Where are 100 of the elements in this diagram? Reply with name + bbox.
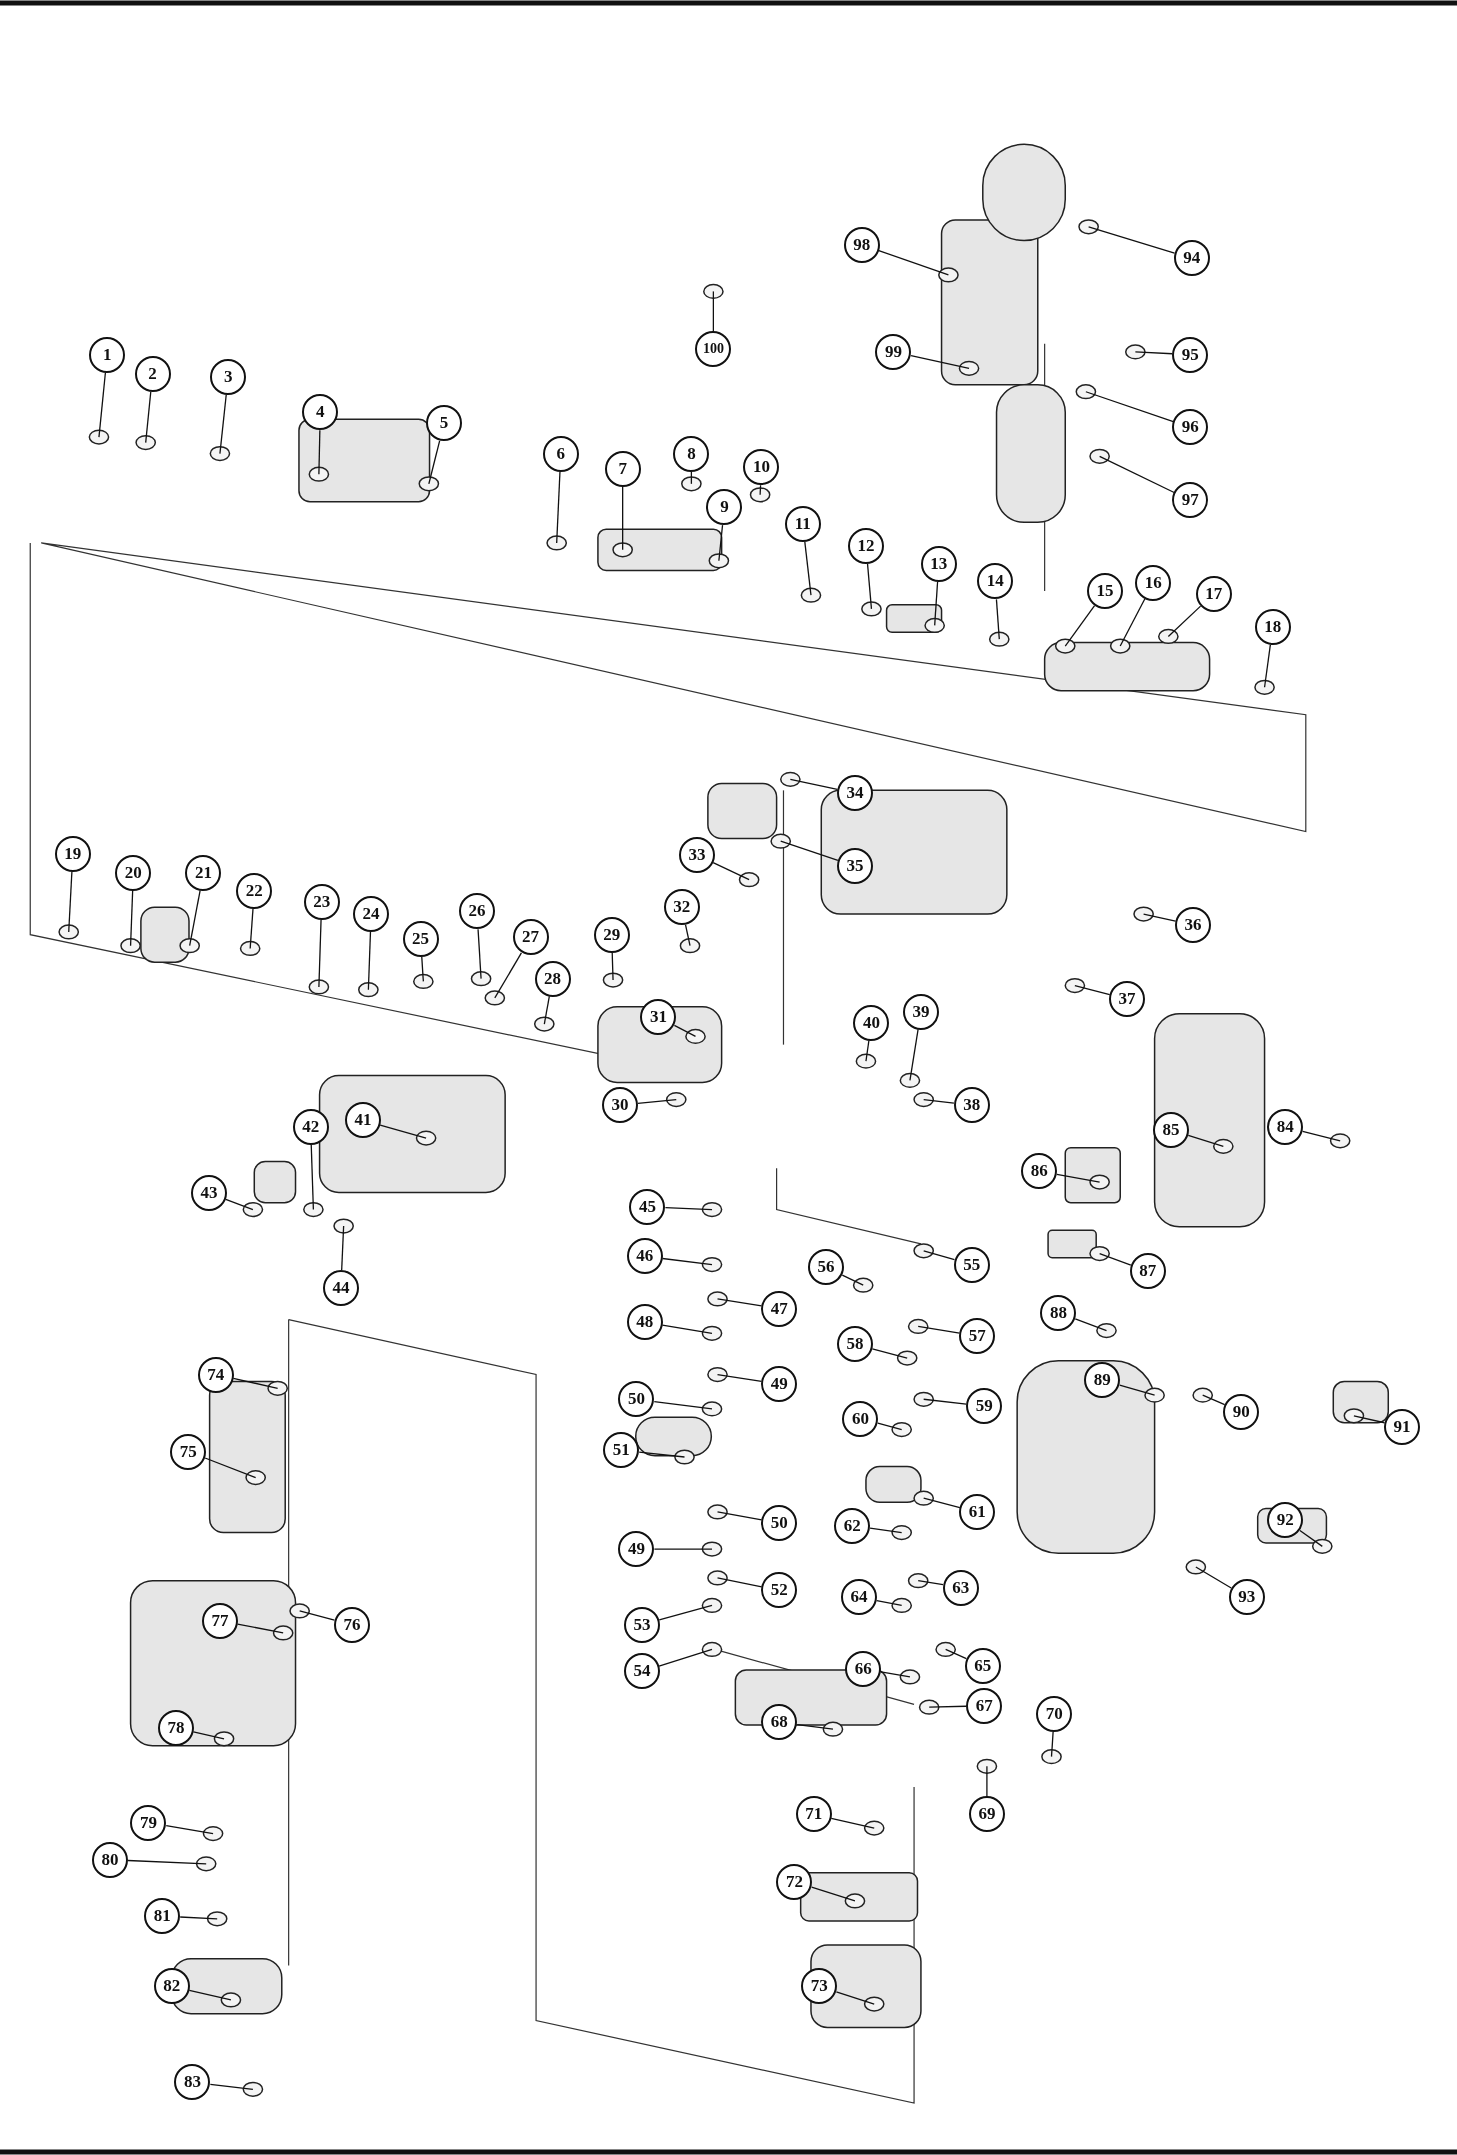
callout-number: 56 [808,1249,845,1286]
leader-line [661,1257,713,1266]
callout-number: 93 [1228,1579,1265,1616]
callout-number: 91 [1384,1408,1420,1445]
leader-line [1142,913,1177,922]
callout-number: 86 [1021,1153,1058,1190]
leader-line [1085,391,1174,423]
callout-number: 33 [678,836,715,873]
leader-line [188,1989,232,2001]
leader-line [684,924,691,947]
leader-line [876,1599,903,1607]
callout-number: 83 [174,2064,211,2101]
leader-line [716,1298,763,1307]
leader-line [923,1497,961,1509]
callout-number: 32 [663,889,700,926]
leader-line [1353,1415,1386,1424]
callout-number: 45 [629,1188,666,1225]
callout-number: 82 [153,1968,190,2005]
leader-line [811,1886,856,1902]
callout-number: 49 [618,1531,655,1568]
leader-line [716,1511,763,1521]
callout-number: 23 [303,883,340,920]
leader-line [796,1723,834,1730]
callout-number: 96 [1172,409,1209,446]
leader-line [878,249,950,276]
leader-line [877,1422,903,1431]
callout-number: 87 [1129,1253,1166,1290]
callout-number: 8 [673,435,710,472]
leader-line [189,889,201,947]
leader-line [1134,351,1173,355]
leader-line [1098,455,1175,494]
leader-line [1050,1731,1054,1758]
leader-line [1119,598,1146,647]
leader-line [556,470,561,544]
leader-line [712,290,715,332]
callout-number: 81 [144,1898,181,1935]
callout-number: 18 [1254,608,1291,645]
callout-number: 19 [54,835,91,872]
leader-line [653,1400,713,1410]
callout-number: 26 [458,893,495,930]
leader-line [236,1623,284,1634]
callout-number: 62 [834,1507,871,1544]
leader-line [1064,604,1096,647]
callout-number: 94 [1173,240,1210,277]
callout-number: 98 [843,226,880,263]
leader-line [928,1705,967,1708]
leader-line [637,1098,677,1104]
callout-number: 15 [1087,573,1124,610]
leader-line [129,890,134,947]
leader-line [318,429,321,475]
callout-number: 5 [425,405,462,442]
leader-line [1119,1384,1156,1396]
leader-line [789,778,838,790]
leader-line [995,598,1000,640]
callout-number: 59 [966,1388,1003,1425]
leader-line [299,1610,336,1621]
callout-number: 38 [953,1087,990,1124]
leader-line [658,1604,713,1621]
leader-line [658,1648,713,1667]
callout-number: 84 [1267,1109,1304,1146]
leader-line [986,1765,988,1798]
leader-line [219,393,227,455]
leader-line [421,956,424,983]
callout-number: 95 [1172,336,1209,373]
callout-number: 58 [836,1326,873,1363]
leader-line [179,1916,218,1920]
callout-number: 9 [706,489,743,526]
leader-line [1098,1252,1132,1266]
callout-number: 51 [603,1432,640,1469]
callout-number: 1 [89,336,126,373]
callout-number: 48 [626,1304,663,1341]
callout-number: 12 [847,527,884,564]
leader-line [477,928,482,980]
callout-number: 73 [801,1968,838,2005]
callout-number: 31 [640,999,677,1036]
callout-number: 37 [1109,981,1146,1018]
callout-number: 55 [953,1246,990,1283]
leader-line [379,1124,427,1139]
callout-number: 21 [185,854,222,891]
callout-number: 100 [695,331,732,368]
callout-number: 72 [776,1863,813,1900]
leader-line [1202,1394,1226,1406]
callout-number: 66 [845,1650,882,1687]
callout-number: 68 [761,1704,798,1741]
leader-line [204,1457,257,1479]
leader-line [494,952,523,999]
leader-line [923,1098,955,1104]
callout-number: 74 [197,1356,234,1393]
callout-number: 27 [512,919,549,956]
leader-line [880,1671,911,1678]
callout-number: 11 [784,505,821,542]
leader-line [865,1039,870,1062]
leader-line [664,1206,713,1211]
callout-number: 16 [1135,564,1172,601]
leader-line [318,919,322,988]
callout-number: 47 [761,1290,798,1327]
leader-line [1187,1134,1224,1147]
leader-line [341,1225,345,1271]
leader-line [1195,1566,1232,1589]
callout-number: 92 [1267,1502,1304,1539]
